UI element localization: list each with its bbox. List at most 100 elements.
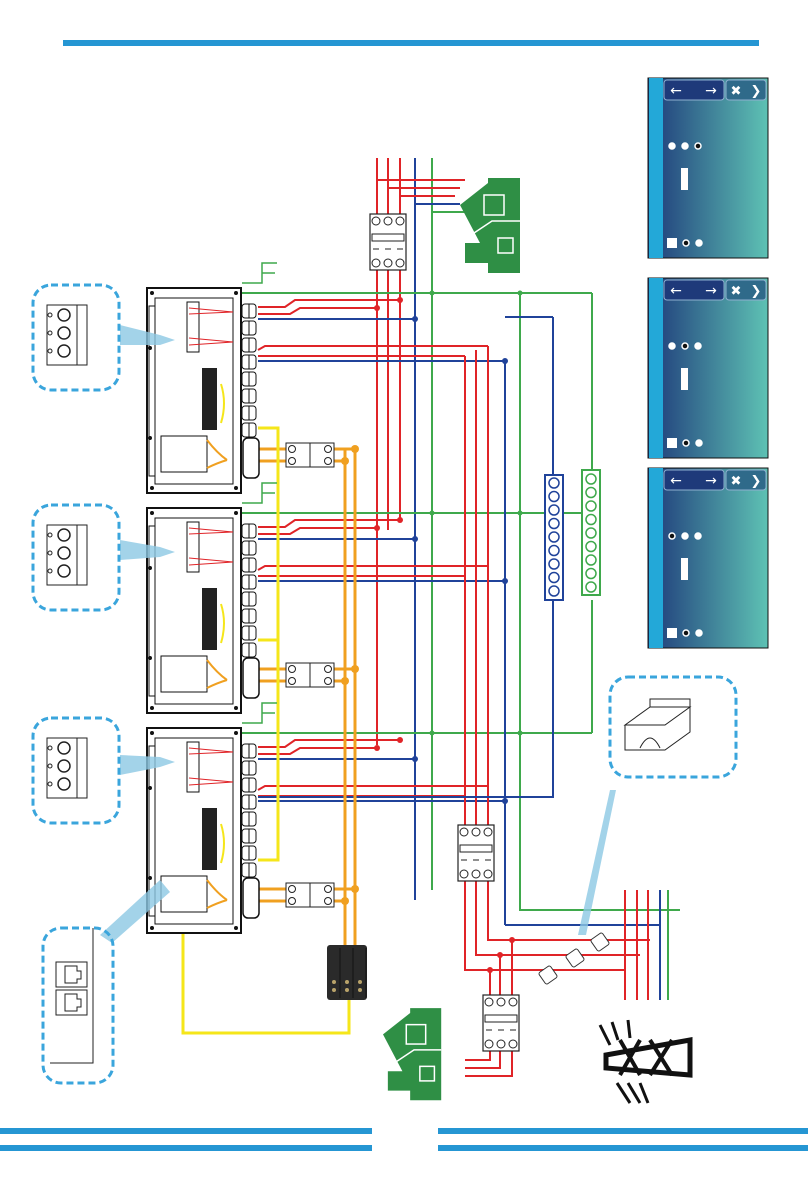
arrow-left-icon: ← [670,83,682,99]
busbar-hole [549,546,559,556]
terminal-pin [48,569,52,573]
screw [150,731,154,735]
utility-grid-tower [600,1020,690,1103]
battery-junction [351,885,359,893]
battery-gland [243,878,259,918]
footer-bar-left-2 [0,1145,372,1151]
busbar-hole [586,542,596,552]
screw [234,926,238,930]
phase-wire [465,1050,512,1076]
earth-junction [430,731,435,736]
busbar-hole [549,586,559,596]
terminal-screw [325,886,332,893]
arrow-left-icon: ← [670,283,682,299]
terminal-pin [48,533,52,537]
terminal-screw [58,778,70,790]
arrow-right-icon: → [705,83,717,99]
footer-bar-right-2 [438,1145,808,1151]
status-dot [696,240,702,246]
ct-clamp [625,699,690,750]
terminal-screw [497,1040,505,1048]
header-bar [63,40,759,46]
screw [234,291,238,295]
terminal-screw [289,898,296,905]
screw [148,876,152,880]
status-dot [669,343,675,349]
battery-junction [351,665,359,673]
phase-wire [258,528,377,534]
phase-wire [258,308,377,314]
terminal-screw [325,458,332,465]
terminal-screw [58,327,70,339]
load-breaker-bottom [483,995,519,1051]
screw [150,486,154,490]
control-board [202,368,217,430]
busbar-hole [586,515,596,525]
screen-sidebar [649,468,663,648]
screw [234,706,238,710]
busbar-hole [549,532,559,542]
busbar-hole [549,559,559,569]
house-shape [460,178,520,273]
screen-indicator-bar [681,368,688,390]
screen-indicator-bar [681,168,688,190]
busbar-hole [549,505,559,515]
terminal-screw [509,1040,517,1048]
screw [150,291,154,295]
control-board [202,808,217,870]
screen-frame [648,468,768,648]
status-dot [669,143,675,149]
terminal-screw [497,998,505,1006]
battery-bank [327,945,367,1000]
terminal-pin [48,349,52,353]
terminal-screw [58,565,70,577]
status-dot [695,343,701,349]
inverter-screen-3: ←→✖❯ [648,468,768,648]
terminal-screw [460,870,468,878]
busbar-hole [586,488,596,498]
battery-breaker [286,663,334,687]
busbar-hole [549,478,559,488]
terminal-screw [372,259,380,267]
neutral-busbar [545,475,563,600]
busbar-hole [549,573,559,583]
tower-body [606,1040,690,1075]
status-dot [695,143,701,149]
battery-breaker [286,443,334,467]
terminal-screw [325,666,332,673]
terminal-screw [472,870,480,878]
battery-terminal-block [161,656,207,692]
screw [234,511,238,515]
screw [148,656,152,660]
terminal-screw [472,828,480,836]
terminal-screw [396,217,404,225]
status-dot [696,440,702,446]
house-load-top [460,178,520,273]
ct-sensor [538,965,557,984]
busbar-hole [586,474,596,484]
battery-junction [341,457,349,465]
comm-cable [258,640,278,860]
terminal-pin [48,782,52,786]
phase-wire [258,566,488,570]
phase-wire [258,346,488,350]
current-transformer-detail [610,677,736,777]
callout-arrow [578,790,616,935]
terminal-screw [460,828,468,836]
chevron-right-icon: ❯ [751,474,762,489]
screen-frame [648,78,768,258]
terminal-screw [325,898,332,905]
busbar-hole [586,555,596,565]
battery-gland [243,658,259,698]
screw [148,786,152,790]
chevron-right-icon: ❯ [751,84,762,99]
junction-dot [412,316,418,322]
inverter-screen-2: ←→✖❯ [648,278,768,458]
terminal-block-detail [33,285,119,390]
enter-icon [667,628,677,638]
battery-terminal-block [161,436,207,472]
battery-breaker [286,883,334,907]
earth-busbar [582,470,600,595]
busbar-hole [549,492,559,502]
